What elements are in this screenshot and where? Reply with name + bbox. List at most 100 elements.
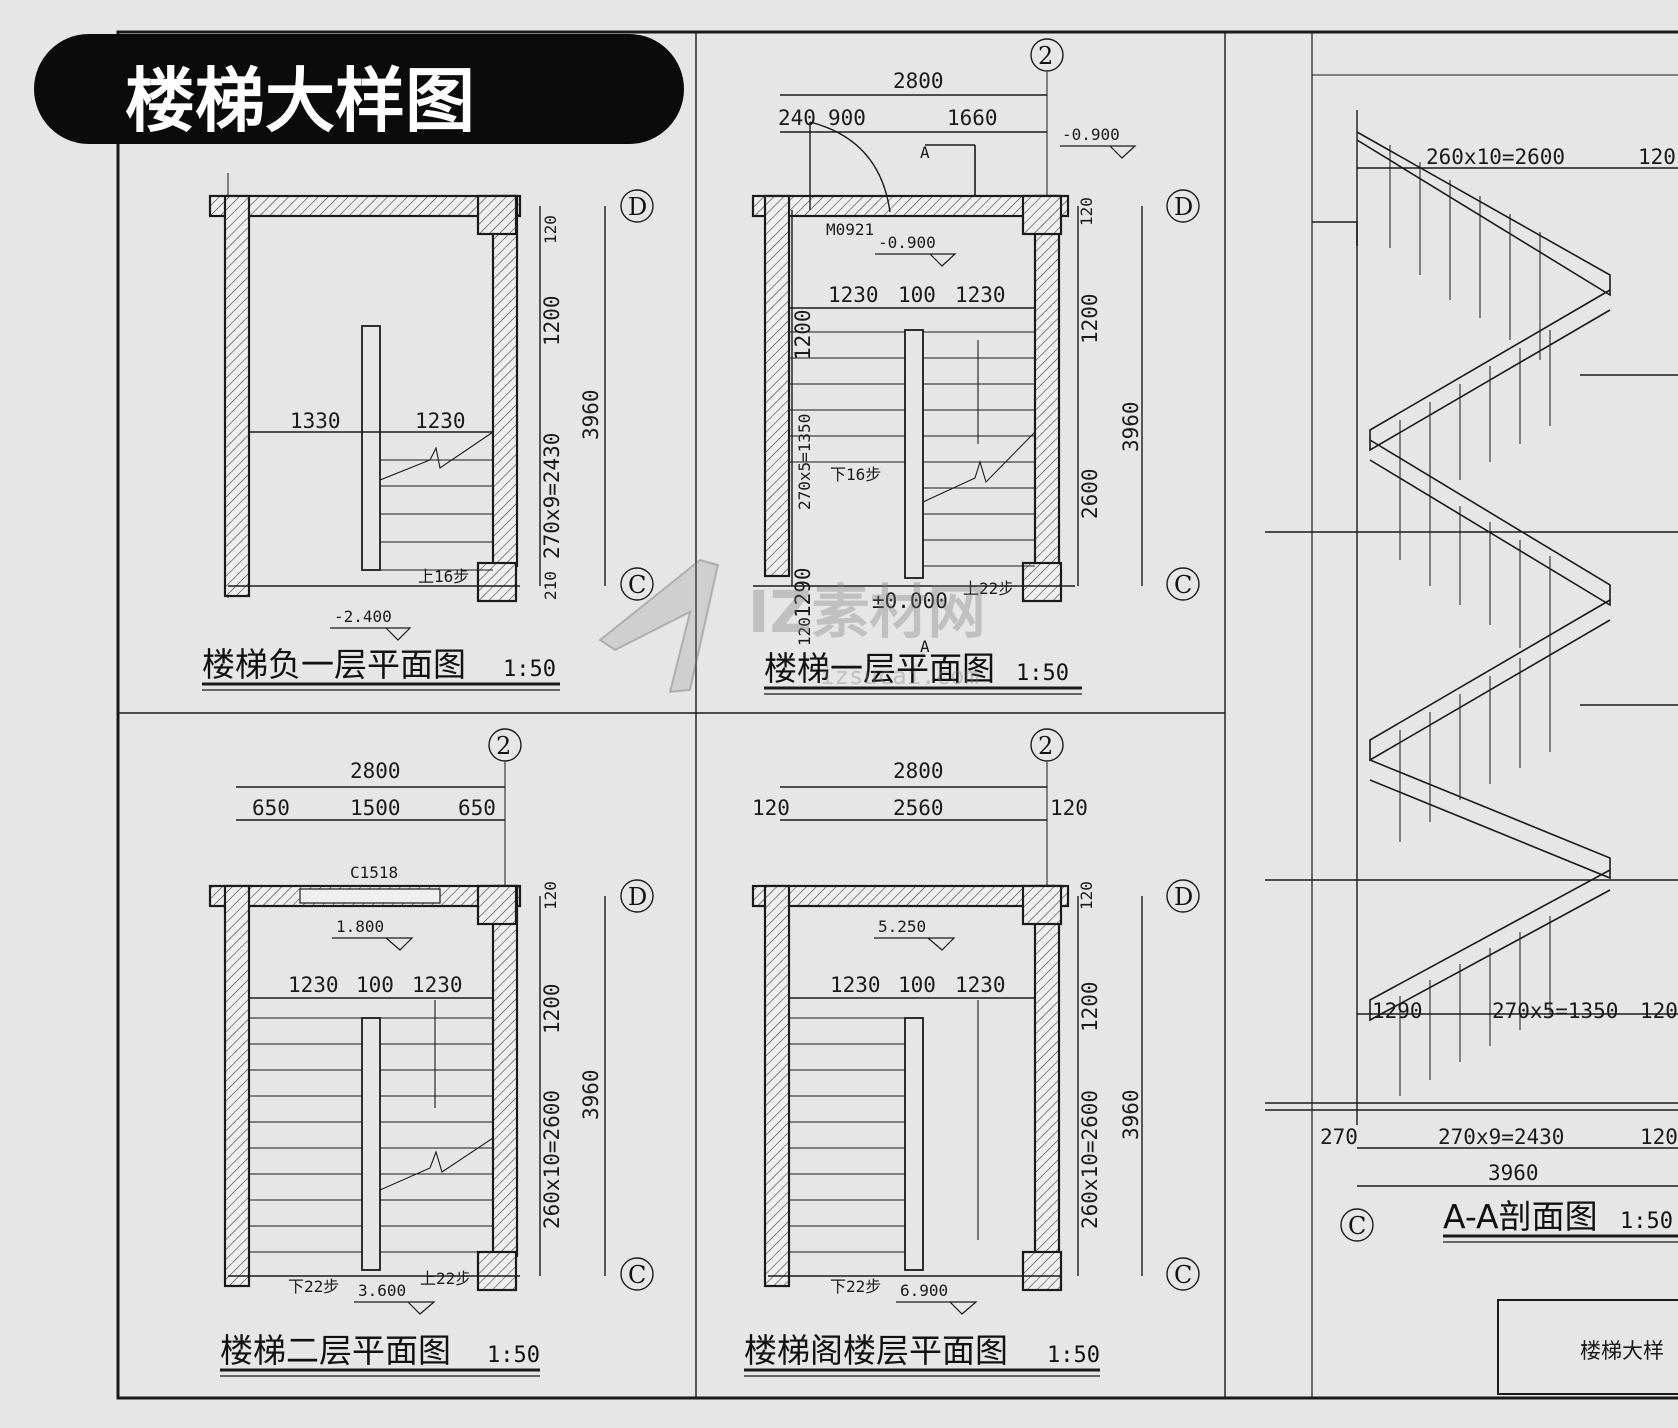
note-elev: -2.400 bbox=[334, 607, 392, 626]
axis-d: D bbox=[1174, 193, 1193, 221]
title-block: 楼梯大样 bbox=[1497, 1299, 1678, 1395]
axis-c: C bbox=[1348, 1212, 1366, 1240]
dim-right-1: 1200 bbox=[1078, 293, 1102, 344]
note-down: 下22步 bbox=[288, 1277, 339, 1296]
dim-top-2: 1500 bbox=[350, 796, 401, 820]
plan-caption: 楼梯一层平面图 bbox=[764, 649, 995, 688]
plan-scale: 1:50 bbox=[503, 657, 556, 682]
dim-top-total: 2800 bbox=[893, 759, 944, 783]
note-elev: ±0.000 bbox=[872, 589, 948, 613]
section-scale: 1:50 bbox=[1620, 1209, 1673, 1234]
dim-total: 3960 bbox=[1488, 1161, 1539, 1185]
dim-right-top: 120 bbox=[541, 215, 560, 244]
dim-top-r: 120 bbox=[1638, 145, 1676, 169]
note-up: 上22步 bbox=[420, 1269, 471, 1288]
section-aa: 260x10=2600 120 1290 270x5=1350 120 270 … bbox=[1265, 74, 1678, 1243]
section-mark-bottom: A bbox=[920, 637, 930, 656]
dim-bot-r: 120 bbox=[1640, 1125, 1678, 1149]
watermark: IZ素材网 izsucai.com bbox=[598, 558, 986, 694]
dim-b-r: 120 bbox=[1640, 999, 1678, 1023]
dim-top-3: 120 bbox=[1050, 796, 1088, 820]
axis-num: 2 bbox=[1038, 42, 1053, 70]
note-elev: 6.900 bbox=[900, 1281, 948, 1300]
dim-bot-l: 270 bbox=[1320, 1125, 1358, 1149]
handrail bbox=[361, 325, 381, 571]
dim-top-2: 900 bbox=[828, 106, 866, 130]
sheet-border bbox=[116, 30, 1678, 1400]
dim-b1: 1290 bbox=[1372, 999, 1423, 1023]
axis-d: D bbox=[1174, 883, 1193, 911]
dim-inner-2: 100 bbox=[898, 283, 936, 307]
dim-top-1: 120 bbox=[752, 796, 790, 820]
axis-c: C bbox=[1174, 1261, 1192, 1289]
dim-top-1: 240 bbox=[778, 106, 816, 130]
plan-caption: 楼梯二层平面图 bbox=[220, 1331, 451, 1370]
dim-total: 3960 bbox=[579, 389, 603, 440]
dim-inner-1: 1230 bbox=[828, 283, 879, 307]
dim-top-3: 1660 bbox=[947, 106, 998, 130]
note-elev: 3.600 bbox=[358, 1281, 406, 1300]
plan-second: 2800 650 1500 650 2 C1518 1.800 1230 100… bbox=[208, 728, 654, 1377]
dim-inner-1: 1230 bbox=[830, 973, 881, 997]
dim-right-2: 2600 bbox=[1078, 468, 1102, 519]
dim-inner-3: 1230 bbox=[412, 973, 463, 997]
dim-left-2: 270x5=1350 bbox=[795, 414, 814, 510]
dim-inner-3: 1230 bbox=[955, 283, 1006, 307]
dim-right-top: 120 bbox=[1077, 197, 1096, 226]
axis-c: C bbox=[628, 571, 646, 599]
plan-scale: 1:50 bbox=[487, 1343, 540, 1368]
dim-right-2: 260x10=2600 bbox=[1078, 1090, 1102, 1229]
elev-top: -0.900 bbox=[1062, 125, 1120, 144]
door-label: M0921 bbox=[826, 220, 874, 239]
dim-left-3: 1290 bbox=[791, 567, 815, 618]
watermark-url: izsucai.com bbox=[820, 662, 979, 690]
dim-right-3: 210 bbox=[541, 571, 560, 600]
dim-b2: 270x5=1350 bbox=[1492, 999, 1618, 1023]
title-banner: 楼梯大样图 bbox=[34, 34, 684, 144]
plan-scale: 1:50 bbox=[1016, 661, 1069, 686]
axis-c: C bbox=[628, 1261, 646, 1289]
axis-d: D bbox=[628, 883, 647, 911]
dim-right-2: 270x9=2430 bbox=[540, 433, 564, 559]
window bbox=[299, 888, 441, 904]
dim-right-top: 120 bbox=[1077, 881, 1096, 910]
dim-inner-2: 100 bbox=[898, 973, 936, 997]
dim-top: 260x10=2600 bbox=[1426, 145, 1565, 169]
note-up: 上22步 bbox=[963, 579, 1014, 598]
dim-top-1: 650 bbox=[252, 796, 290, 820]
dim-inner-1: 1230 bbox=[288, 973, 339, 997]
axis-num: 2 bbox=[1038, 732, 1053, 760]
note-down: 下22步 bbox=[830, 1277, 881, 1296]
dim-right-2: 260x10=2600 bbox=[540, 1090, 564, 1229]
axis-d: D bbox=[628, 193, 647, 221]
plan-caption: 楼梯负一层平面图 bbox=[202, 645, 466, 684]
plan-attic: 2800 120 2560 120 2 5.250 1230 100 1230 … bbox=[744, 728, 1200, 1377]
dim-right-top: 120 bbox=[541, 881, 560, 910]
dim-top-total: 2800 bbox=[893, 69, 944, 93]
dim-width-1: 1330 bbox=[290, 409, 341, 433]
banner-title: 楼梯大样图 bbox=[125, 60, 475, 142]
handrail bbox=[904, 329, 924, 579]
dim-inner-2: 100 bbox=[356, 973, 394, 997]
section-caption: A-A剖面图 bbox=[1443, 1197, 1598, 1236]
handrail bbox=[904, 1017, 924, 1271]
handrail bbox=[361, 1017, 381, 1271]
axis-c: C bbox=[1174, 571, 1192, 599]
dim-left-4: 120 bbox=[795, 617, 814, 646]
plan-ground: A 2800 240 900 1660 -0.900 2 M0921 -0.90… bbox=[751, 38, 1200, 695]
dim-top-2: 2560 bbox=[893, 796, 944, 820]
dim-right-1: 1200 bbox=[1078, 981, 1102, 1032]
dim-inner-3: 1230 bbox=[955, 973, 1006, 997]
dim-total: 3960 bbox=[1119, 1089, 1143, 1140]
elev-inner: 5.250 bbox=[878, 917, 926, 936]
dim-right-1: 1200 bbox=[540, 295, 564, 346]
elev-inner: -0.900 bbox=[878, 233, 936, 252]
dim-top-3: 650 bbox=[458, 796, 496, 820]
watermark-text: IZ素材网 bbox=[748, 578, 986, 646]
title-block-text: 楼梯大样 bbox=[1580, 1339, 1664, 1363]
plan-scale: 1:50 bbox=[1047, 1343, 1100, 1368]
dim-right-1: 1200 bbox=[540, 983, 564, 1034]
axis-num: 2 bbox=[496, 732, 511, 760]
